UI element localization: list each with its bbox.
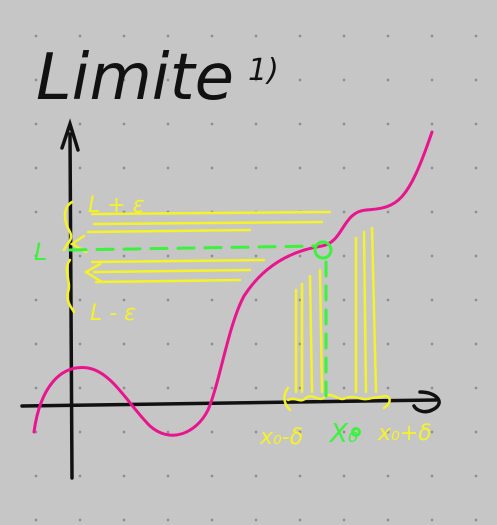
delta-band xyxy=(283,226,391,412)
x-axis xyxy=(20,398,438,408)
arrow-lower-icon xyxy=(83,262,104,284)
label-x0-minus-delta: x₀-δ xyxy=(259,425,303,450)
limit-point xyxy=(313,240,333,260)
y-axis-arrow-icon xyxy=(60,118,80,152)
label-x0-plus-delta: x₀+δ xyxy=(377,421,432,446)
title-group: Limite 1) xyxy=(36,41,279,115)
epsilon-brace-lower xyxy=(65,258,76,314)
epsilon-brace-upper xyxy=(62,200,74,252)
label-l-plus-eps: L + ε xyxy=(88,193,145,218)
label-l: L xyxy=(34,238,47,266)
function-curve xyxy=(32,130,434,437)
label-x0: X₀ xyxy=(328,419,359,449)
x0-tick xyxy=(351,427,361,437)
guide-horizontal xyxy=(68,244,318,252)
axis-labels: L + ε L L - ε x₀-δ X₀ x₀+δ xyxy=(34,193,432,450)
label-l-minus-eps: L - ε xyxy=(90,301,136,326)
epsilon-band xyxy=(62,200,332,314)
title-text: Limite xyxy=(36,41,234,115)
delta-interval xyxy=(286,393,391,410)
limit-guides xyxy=(68,240,361,437)
axes xyxy=(20,118,441,480)
title-number: 1) xyxy=(248,53,279,88)
x-axis-arrow-icon xyxy=(412,390,441,414)
